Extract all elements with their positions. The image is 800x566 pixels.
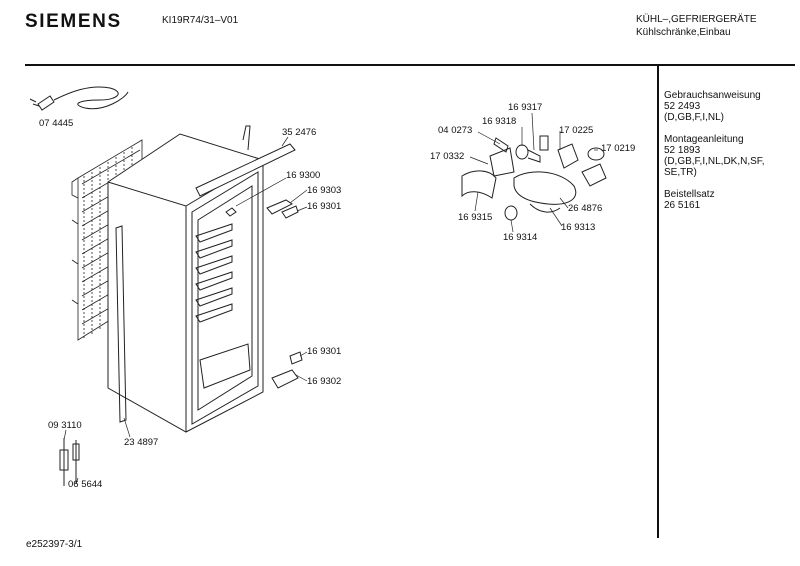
leader-lines	[63, 112, 598, 485]
power-cable-drawing	[29, 86, 129, 111]
install-title: Montageanleitung	[664, 134, 744, 145]
part-label-169318: 16 9318	[482, 116, 517, 127]
part-label-169303: 16 9303	[307, 185, 342, 196]
install-number: 52 1893	[664, 145, 701, 156]
manual-title: Gebrauchsanweisung	[664, 90, 761, 101]
subcategory-title: Kühlschränke,Einbau	[636, 27, 731, 38]
part-label-170332: 17 0332	[430, 151, 465, 162]
part-label-065644: 06 5644	[68, 479, 103, 490]
manual-languages: (D,GB,F,I,NL)	[664, 112, 725, 123]
part-label-040273: 04 0273	[438, 125, 473, 136]
part-label-170225: 17 0225	[559, 125, 594, 136]
part-label-169313: 16 9313	[561, 222, 596, 233]
part-label-169301-bottom: 16 9301	[307, 346, 342, 357]
part-label-169314: 16 9314	[503, 232, 538, 243]
kit-title: Beistellsatz	[664, 189, 715, 200]
part-label-169317: 16 9317	[508, 102, 543, 113]
hinge-drawings	[225, 199, 303, 389]
cabinet-drawing	[107, 125, 296, 433]
part-label-170219: 17 0219	[601, 143, 636, 154]
part-label-169302: 16 9302	[307, 376, 342, 387]
sensor-drawing	[59, 438, 80, 486]
manual-number: 52 2493	[664, 101, 701, 112]
part-label-093110: 09 3110	[48, 420, 82, 431]
part-label-169301-top: 16 9301	[307, 201, 342, 212]
kit-number: 26 5161	[664, 200, 701, 211]
part-label-074445: 07 4445	[39, 118, 74, 129]
brand-logo: SIEMENS	[25, 11, 122, 32]
light-assembly-drawing	[461, 135, 607, 221]
document-id: e252397-3/1	[26, 539, 83, 550]
install-languages-cont: SE,TR)	[664, 167, 697, 178]
part-label-169315: 16 9315	[458, 212, 493, 223]
category-title: KÜHL–,GEFRIERGERÄTE	[636, 14, 757, 25]
install-languages: (D,GB,F,I,NL,DK,N,SF,	[664, 156, 765, 167]
part-label-264876: 26 4876	[568, 203, 603, 214]
part-label-169300: 16 9300	[286, 170, 321, 181]
model-number: KI19R74/31–V01	[162, 15, 239, 26]
part-label-352476: 35 2476	[282, 127, 317, 138]
part-label-234897: 23 4897	[124, 437, 159, 448]
sidebar-divider	[657, 65, 659, 538]
header-divider	[25, 64, 795, 66]
